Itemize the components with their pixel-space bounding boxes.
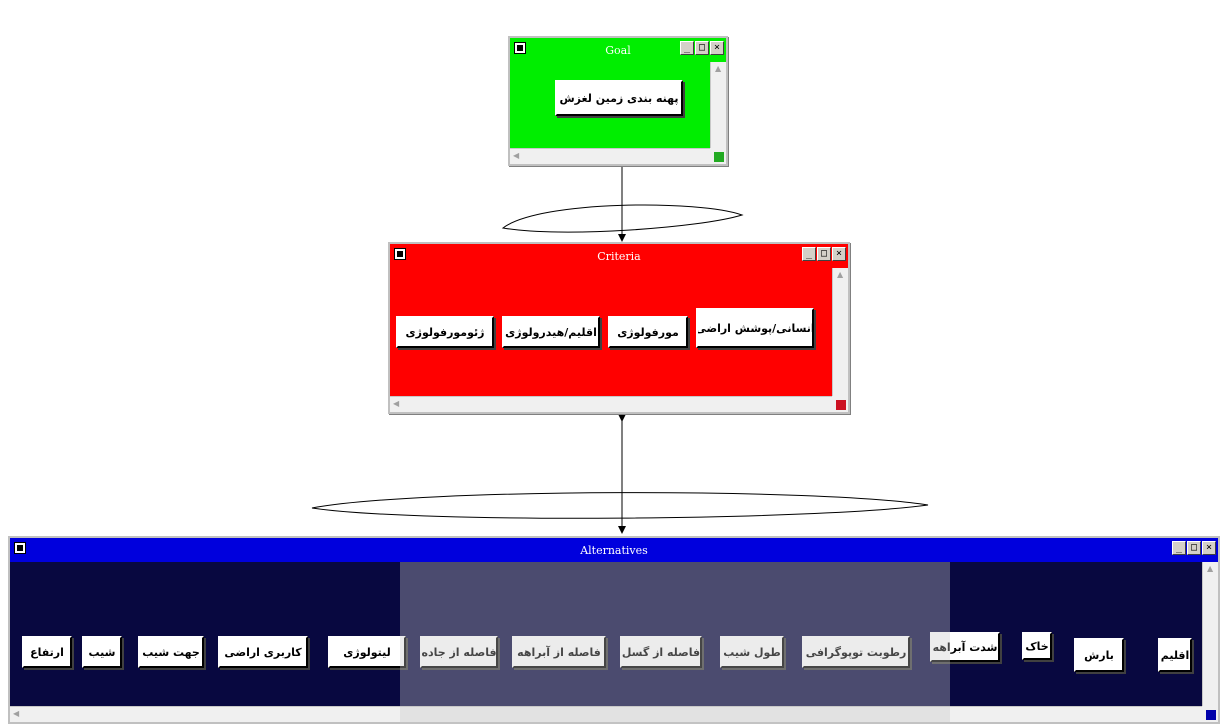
minimize-icon[interactable]: _: [680, 41, 694, 55]
scroll-left-icon[interactable]: ◀: [393, 399, 400, 408]
goal-titlebar[interactable]: Goal _ □ ×: [510, 38, 726, 62]
goal-title: Goal: [605, 43, 631, 57]
alternative-node[interactable]: اقلیم: [1158, 638, 1192, 672]
alternative-node[interactable]: فاصله از جاده: [420, 636, 498, 668]
goal-node[interactable]: پهنه بندی زمین لغزش: [555, 80, 683, 116]
alternative-node[interactable]: بارش: [1074, 638, 1124, 672]
scroll-up-icon[interactable]: ▲: [1207, 564, 1214, 573]
alternatives-titlebar[interactable]: Alternatives _ □ ×: [10, 538, 1218, 562]
criteria-client-area: انسانی/پوشش اراضی مورفولوژی اقلیم/هیدرول…: [390, 268, 832, 396]
criteria-window[interactable]: Criteria _ □ × انسانی/پوشش اراضی مورفولو…: [388, 242, 850, 414]
criteria-resize-grip[interactable]: [832, 396, 848, 412]
alternative-node[interactable]: لیتولوژی: [328, 636, 406, 668]
minimize-icon[interactable]: _: [802, 247, 816, 261]
criteria-node[interactable]: اقلیم/هیدرولوژی: [502, 316, 600, 348]
alternative-node[interactable]: ارتفاع: [22, 636, 72, 668]
alternative-node[interactable]: فاصله از آبراهه: [512, 636, 606, 668]
goal-client-area: پهنه بندی زمین لغزش: [510, 62, 710, 148]
alternatives-title: Alternatives: [580, 543, 648, 557]
scroll-left-icon[interactable]: ◀: [513, 151, 520, 160]
close-icon[interactable]: ×: [1202, 541, 1216, 555]
alternatives-window[interactable]: Alternatives _ □ × اقلیم بارش خاک شدت آب…: [8, 536, 1220, 724]
maximize-icon[interactable]: □: [695, 41, 709, 55]
alternative-node[interactable]: رطوبت توپوگرافی: [802, 636, 910, 668]
goal-window[interactable]: Goal _ □ × پهنه بندی زمین لغزش ▲ ◀: [508, 36, 728, 166]
alternative-node[interactable]: کاربری اراضی: [218, 636, 308, 668]
criteria-alternatives-fan: [311, 492, 929, 519]
system-menu-icon[interactable]: [514, 42, 526, 54]
alternative-node[interactable]: طول شیب: [720, 636, 784, 668]
criteria-vertical-scrollbar[interactable]: ▲: [832, 268, 848, 396]
criteria-horizontal-scrollbar[interactable]: ◀: [390, 396, 832, 412]
minimize-icon[interactable]: _: [1172, 541, 1186, 555]
criteria-title: Criteria: [597, 249, 641, 263]
goal-resize-grip[interactable]: [710, 148, 726, 164]
criteria-node[interactable]: انسانی/پوشش اراضی: [696, 308, 814, 348]
scroll-left-icon[interactable]: ◀: [13, 709, 20, 718]
alternatives-vertical-scrollbar[interactable]: ▲: [1202, 562, 1218, 706]
maximize-icon[interactable]: □: [1187, 541, 1201, 555]
system-menu-icon[interactable]: [394, 248, 406, 260]
close-icon[interactable]: ×: [710, 41, 724, 55]
alternatives-resize-grip[interactable]: [1202, 706, 1218, 722]
scroll-up-icon[interactable]: ▲: [715, 64, 722, 73]
alternative-node[interactable]: فاصله از گسل: [620, 636, 702, 668]
alternative-node[interactable]: شیب: [82, 636, 122, 668]
close-icon[interactable]: ×: [832, 247, 846, 261]
system-menu-icon[interactable]: [14, 542, 26, 554]
goal-horizontal-scrollbar[interactable]: ◀: [510, 148, 710, 164]
criteria-titlebar[interactable]: Criteria _ □ ×: [390, 244, 848, 268]
goal-criteria-fan: [501, 204, 744, 233]
criteria-node[interactable]: ژئومورفولوژی: [396, 316, 494, 348]
alternatives-client-area: اقلیم بارش خاک شدت آبراهه رطوبت توپوگراف…: [10, 562, 1202, 706]
alternatives-horizontal-scrollbar[interactable]: ◀: [10, 706, 1202, 722]
scroll-up-icon[interactable]: ▲: [837, 270, 844, 279]
criteria-node[interactable]: مورفولوژی: [608, 316, 688, 348]
maximize-icon[interactable]: □: [817, 247, 831, 261]
alternative-node[interactable]: خاک: [1022, 632, 1052, 660]
alternative-node[interactable]: شدت آبراهه: [930, 632, 1000, 662]
goal-vertical-scrollbar[interactable]: ▲: [710, 62, 726, 148]
watermark: [400, 562, 950, 724]
alternative-node[interactable]: جهت شیب: [138, 636, 204, 668]
